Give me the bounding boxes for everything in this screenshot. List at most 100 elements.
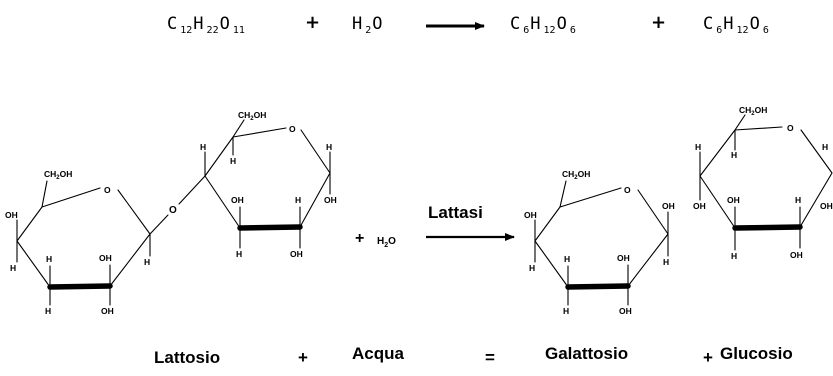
atom-label: O	[388, 236, 396, 247]
hydrogen: H	[144, 257, 150, 267]
galactose-ring	[534, 180, 669, 306]
symbol: H	[530, 14, 543, 34]
hydrogen: H	[731, 150, 737, 160]
atom-label: CH	[238, 110, 250, 120]
atom-subscript: 2	[250, 116, 254, 122]
hydrogen: H	[563, 306, 569, 316]
ring-oxygen: O	[104, 185, 111, 195]
svg-text:CH2OH: CH2OH	[44, 169, 72, 181]
subscript: 6	[569, 25, 576, 36]
formula-lactose: C12H22O11	[167, 14, 246, 36]
hydrogen: H	[731, 251, 737, 261]
hydroxyl: OH	[99, 253, 112, 263]
atom-label: OH	[755, 105, 768, 115]
subscript: 2	[365, 25, 372, 36]
hydroxyl: OH	[524, 210, 537, 220]
hydroxyl: OH	[790, 250, 803, 260]
formula-galactose: C6H12O6	[510, 14, 577, 36]
hydrogen: H	[326, 142, 332, 152]
symbol: C	[510, 14, 523, 34]
symbol: O	[556, 14, 569, 34]
hydroxyl: OH	[231, 195, 244, 205]
hydroxyl: OH	[5, 210, 18, 220]
symbol: H	[193, 14, 206, 34]
labels-lactose-left: CH2OH O OH H H H OH OH H O	[5, 169, 177, 316]
hydrogen: H	[663, 257, 669, 267]
svg-text:CH2OH: CH2OH	[562, 169, 590, 181]
subscript: 11	[232, 25, 245, 36]
lactose-ring-left	[16, 175, 206, 306]
subscript: 6	[523, 25, 530, 36]
word-plus-1: +	[298, 348, 308, 367]
atom-subscript: 2	[574, 175, 578, 181]
subscript: 6	[762, 25, 769, 36]
atom-subscript: 2	[751, 111, 755, 117]
atom-label: CH	[739, 105, 751, 115]
symbol: H	[723, 14, 736, 34]
atom-label: OH	[578, 169, 591, 179]
hydrogen: H	[230, 156, 236, 166]
reaction-plus: +	[355, 230, 364, 247]
word-lactose: Lattosio	[154, 348, 221, 367]
hydroxyl: OH	[662, 201, 675, 211]
subscript: 22	[206, 25, 219, 36]
svg-text:CH2OH: CH2OH	[238, 110, 266, 122]
symbol: H	[352, 14, 365, 34]
word-glucose: Glucosio	[720, 344, 793, 363]
hydroxyl: OH	[693, 201, 706, 211]
glucose-ring	[699, 114, 833, 251]
formula-water: H2O	[352, 14, 385, 36]
labels-lactose-right: CH2OH O H H OH H H OH H OH	[200, 110, 337, 259]
lactose-ring-right	[204, 119, 331, 249]
atom-subscript: 2	[56, 175, 60, 181]
formula-plus-1: +	[305, 12, 321, 33]
word-plus-2: +	[703, 348, 713, 367]
symbol: O	[219, 14, 232, 34]
word-equals: =	[485, 348, 495, 367]
atom-label: H	[377, 236, 384, 247]
svg-text:CH2OH: CH2OH	[739, 105, 767, 117]
atom-label: CH	[562, 169, 574, 179]
reaction-water: H2O	[377, 236, 396, 249]
hydrogen: H	[295, 195, 301, 205]
hydrogen: H	[795, 195, 801, 205]
enzyme-label: Lattasi	[428, 203, 483, 222]
ring-oxygen: O	[624, 185, 631, 195]
labels-galactose: CH2OH O OH H H H OH OH OH H	[524, 169, 675, 316]
atom-label: OH	[254, 110, 267, 120]
atom-subscript: 2	[384, 242, 388, 249]
hydroxyl: OH	[324, 195, 337, 205]
word-galactose: Galattosio	[545, 344, 629, 363]
subscript: 12	[180, 25, 193, 36]
symbol: C	[167, 14, 180, 34]
atom-label: OH	[60, 169, 73, 179]
labels-glucose: CH2OH O H H OH OH H H OH H OH	[693, 105, 833, 261]
subscript: 6	[716, 25, 723, 36]
ring-oxygen: O	[289, 124, 296, 134]
hydroxyl: OH	[820, 201, 833, 211]
hydroxyl: OH	[727, 195, 740, 205]
hydrogen: H	[529, 263, 535, 273]
hydroxyl: OH	[101, 306, 114, 316]
subscript: 12	[543, 25, 556, 36]
formula-glucose: C6H12O6	[703, 14, 770, 36]
hydrogen: H	[236, 249, 242, 259]
formula-plus-2: +	[651, 12, 667, 33]
symbol: C	[703, 14, 716, 34]
hydroxyl: OH	[619, 306, 632, 316]
subscript: 12	[736, 25, 749, 36]
symbol: O	[749, 14, 762, 34]
hydrogen: H	[200, 142, 206, 152]
atom-label: CH	[44, 169, 56, 179]
hydrogen: H	[10, 263, 16, 273]
ring-oxygen: O	[787, 123, 794, 133]
hydrogen: H	[695, 142, 701, 152]
glycosidic-oxygen: O	[169, 205, 177, 216]
hydrogen: H	[564, 254, 570, 264]
hydrogen: H	[45, 306, 51, 316]
hydroxyl: OH	[617, 253, 630, 263]
symbol: O	[372, 14, 385, 34]
hydrogen: H	[46, 254, 52, 264]
hydrogen: H	[822, 142, 828, 152]
